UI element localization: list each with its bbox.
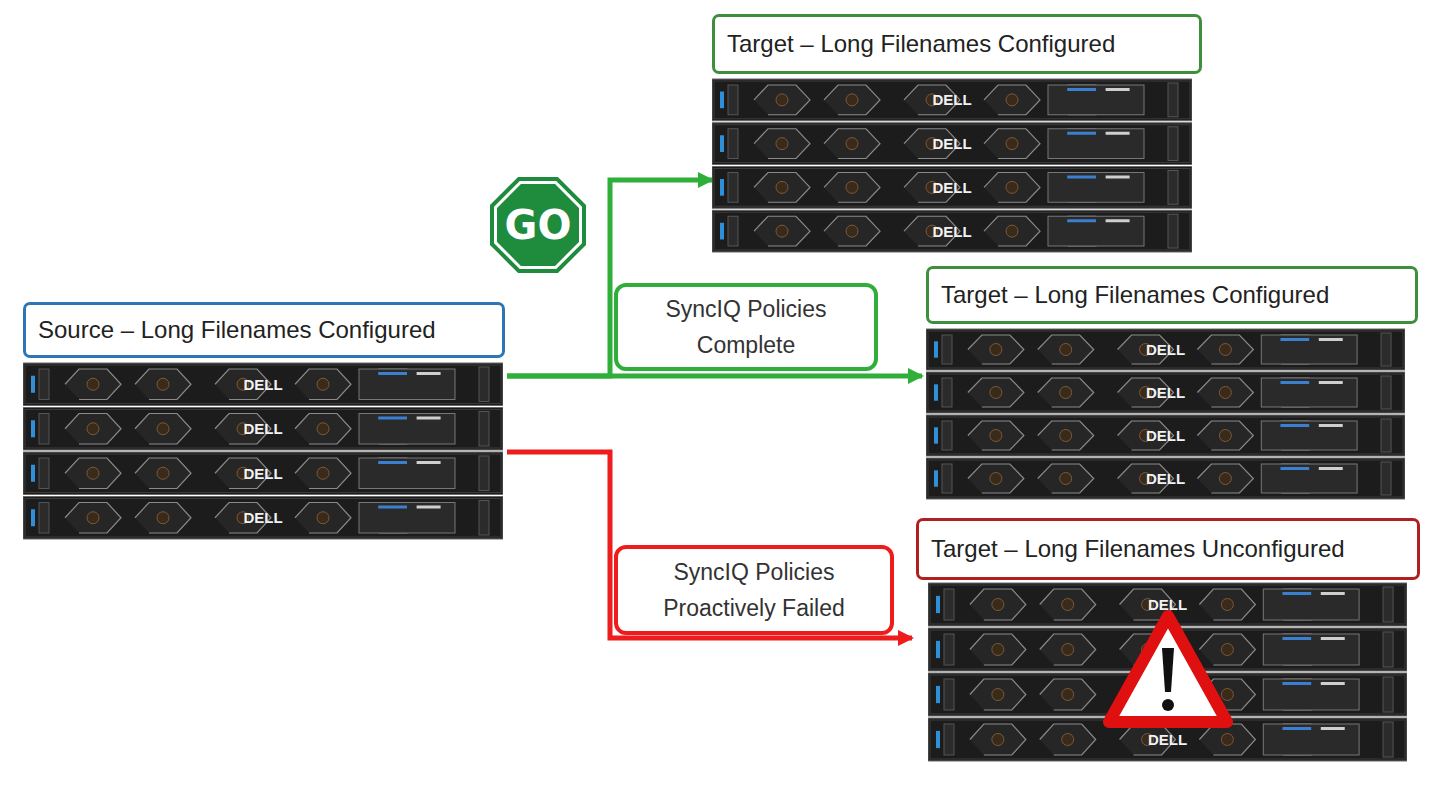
replication-arrow (507, 374, 922, 379)
dell-logo: DELL (932, 135, 971, 152)
cluster-name: Target – Long Filenames Configured (941, 281, 1329, 309)
dell-logo: DELL (932, 179, 971, 196)
sign-text: GO (505, 202, 572, 248)
dell-logo: DELL (932, 223, 971, 240)
cluster-name: Target – Long Filenames Unconfigured (931, 535, 1345, 563)
edge-label: SyncIQ Policies Proactively Failed (628, 554, 880, 626)
dell-logo: DELL (1146, 384, 1185, 401)
cluster-name: Target – Long Filenames Configured (727, 30, 1115, 58)
dell-logo: DELL (243, 509, 282, 526)
warning-icon (1103, 610, 1233, 730)
replication-arrow (507, 452, 912, 638)
dell-logo: DELL (243, 376, 282, 393)
server-cluster: Target – Long Filenames ConfiguredDELL DE… (712, 14, 1202, 254)
policy-status-box: SyncIQ Policies Proactively Failed (614, 545, 894, 635)
cluster-label: Target – Long Filenames Unconfigured (916, 518, 1420, 580)
edge-label: SyncIQ Policies Complete (628, 291, 864, 363)
dell-logo: DELL (1146, 427, 1185, 444)
dell-logo: DELL (243, 465, 282, 482)
server-cluster: Source – Long Filenames ConfiguredDELL DE… (23, 302, 507, 542)
policy-status-box: SyncIQ Policies Complete (614, 283, 878, 371)
dell-logo: DELL (932, 91, 971, 108)
cluster-name: Source – Long Filenames Configured (38, 316, 436, 344)
cluster-label: Target – Long Filenames Configured (712, 14, 1202, 74)
server-cluster: Target – Long Filenames ConfiguredDELL DE… (926, 266, 1418, 500)
server-cluster: Target – Long Filenames UnconfiguredDELL… (916, 518, 1420, 764)
cluster-label: Target – Long Filenames Configured (926, 266, 1418, 324)
dell-logo: DELL (1146, 341, 1185, 358)
dell-logo: DELL (1146, 470, 1185, 487)
dell-logo: DELL (1148, 731, 1187, 748)
go-sign: GO (486, 173, 590, 277)
cluster-label: Source – Long Filenames Configured (23, 302, 505, 358)
dell-logo: DELL (243, 420, 282, 437)
